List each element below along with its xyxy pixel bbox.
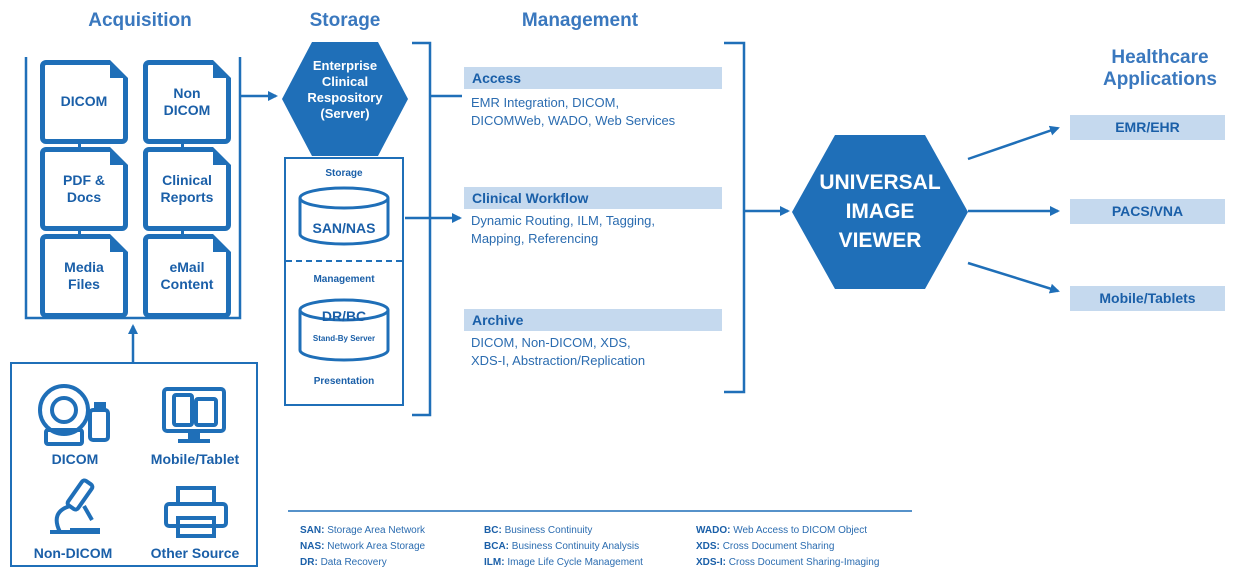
app-pacs-vna: PACS/VNA [1070,199,1225,224]
doc-column-link [78,229,81,237]
printer-icon [164,486,228,538]
microscope-icon [50,478,100,534]
server-hexagon [282,42,408,156]
mgmt-archive-title: Archive [464,309,722,331]
legend-item: XDS: Cross Document Sharing [696,541,835,552]
acquisition-bracket [24,57,242,320]
mgmt-access-text: EMR Integration, DICOM, DICOMWeb, WADO, … [471,95,676,128]
legend-col-1: SAN: Storage Area Network NAS: Network A… [300,523,425,571]
san-nas-label: SAN/NAS [312,220,376,236]
viewer-label: UNIVERSAL IMAGE VIEWER [819,171,941,252]
legend-item: WADO: Web Access to DICOM Object [696,525,867,536]
legend-item: DR: Data Recovery [300,557,387,568]
legend-col-3: WADO: Web Access to DICOM Object XDS: Cr… [696,523,879,571]
source-mobile-label: Mobile/Tablet [150,451,240,467]
presentation-section-label: Presentation [313,376,375,387]
dr-bc-cylinder [298,298,390,362]
mgmt-access-title: Access [464,67,722,89]
management-header: Management [521,10,639,31]
acquisition-header: Acquisition [88,10,192,31]
doc-column-link [78,142,81,150]
mgmt-archive-text: DICOM, Non-DICOM, XDS, XDS-I, Abstractio… [471,335,646,368]
legend-item: BC: Business Continuity [484,525,593,536]
standby-label: Stand-By Server [312,334,376,343]
doc-column-link [181,229,184,237]
source-dicom-label: DICOM [51,451,99,467]
healthcare-header-line1: Healthcare [1111,47,1209,68]
mgmt-workflow-text: Dynamic Routing, ILM, Tagging, Mapping, … [471,213,656,246]
viewer-hexagon [792,135,968,289]
legend-item: ILM: Image Life Cycle Management [484,557,643,568]
mobile-tablet-icon [162,387,226,443]
legend-item: NAS: Network Area Storage [300,541,426,552]
doc-pdf-docs: PDF & Docs [40,147,128,231]
server-label: Enterprise Clinical Respository (Server) [307,58,383,121]
legend-item: XDS-I: Cross Document Sharing-Imaging [696,557,880,568]
doc-column-link [181,142,184,150]
doc-email-content: eMail Content [143,234,231,318]
healthcare-header-line2: Applications [1102,69,1217,90]
doc-media-files: Media Files [40,234,128,318]
storage-divider [286,260,402,262]
management-section-label: Management [313,274,375,285]
storage-box [284,157,404,406]
app-emr-ehr: EMR/EHR [1070,115,1225,140]
source-other-label: Other Source [150,545,240,561]
legend-col-2: BC: Business Continuity BCA: Business Co… [484,523,643,571]
doc-dicom: DICOM [40,60,128,144]
legend-item: BCA: Business Continuity Analysis [484,541,640,552]
mgmt-workflow-title: Clinical Workflow [464,187,722,209]
storage-bracket [412,41,432,417]
storage-header: Storage [309,10,381,31]
app-mobile-tablets: Mobile/Tablets [1070,286,1225,311]
san-nas-cylinder [298,186,390,246]
source-non-dicom-label: Non-DICOM [33,545,113,561]
management-bracket [724,41,746,394]
doc-clinical-reports: Clinical Reports [143,147,231,231]
dr-bc-label: DR/BC [321,308,367,324]
doc-non-dicom: Non DICOM [143,60,231,144]
sources-box [10,362,258,567]
storage-section-label: Storage [325,168,363,179]
legend-item: SAN: Storage Area Network [300,525,426,536]
ct-scanner-icon [38,384,110,446]
